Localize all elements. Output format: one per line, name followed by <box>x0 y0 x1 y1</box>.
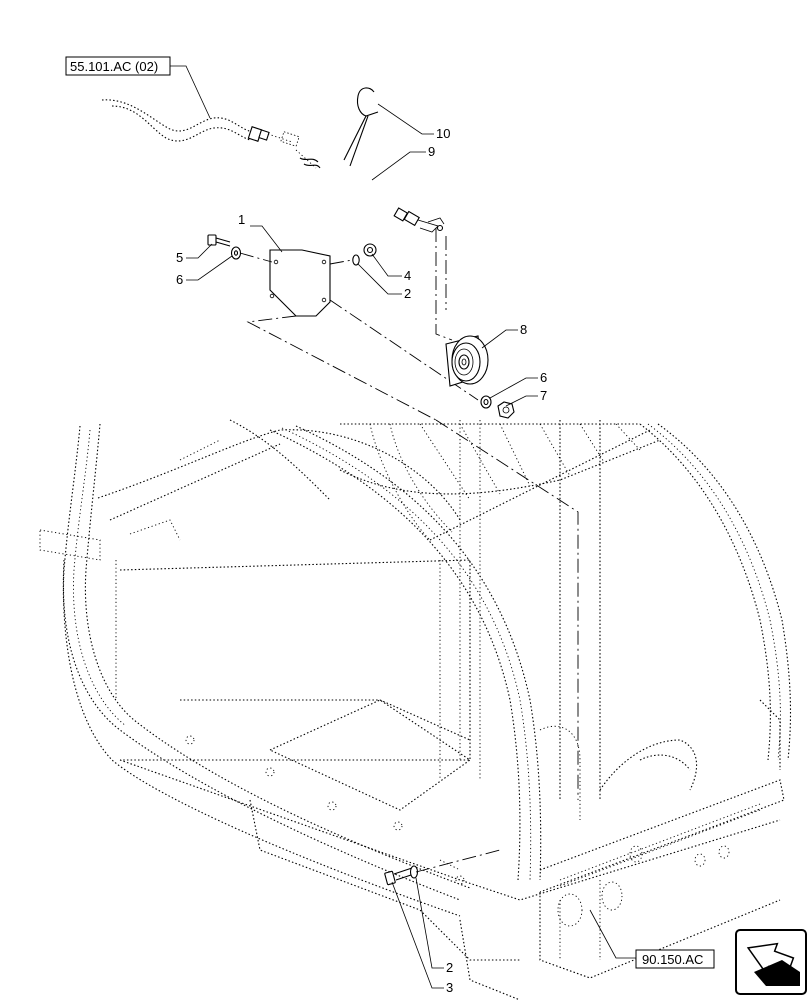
assembly-centerlines <box>239 228 579 800</box>
next-page-arrow-icon[interactable] <box>735 929 807 995</box>
callout-2-lower: 2 <box>446 960 453 975</box>
reference-box-top[interactable]: 55.101.AC (02) <box>65 56 171 76</box>
horn <box>445 335 489 387</box>
callout-4: 4 <box>404 268 411 283</box>
washer-2-upper <box>352 254 360 266</box>
callout-3: 3 <box>446 980 453 995</box>
cable-tie-clip <box>343 87 379 167</box>
nut-4 <box>363 243 377 257</box>
cab-frame <box>39 419 792 1001</box>
bolt-5 <box>207 234 231 247</box>
callout-7: 7 <box>540 388 547 403</box>
washer-6-lower <box>480 395 492 409</box>
horn-mounting-bracket <box>269 249 331 317</box>
bottom-bolt-centerline <box>415 849 501 873</box>
callout-9: 9 <box>428 144 435 159</box>
reference-box-bottom[interactable]: 90.150.AC <box>635 949 715 969</box>
callout-10: 10 <box>436 126 450 141</box>
harness-connector <box>247 126 300 147</box>
callout-labels: 1 2 2 3 4 5 6 6 7 8 9 10 <box>176 126 547 995</box>
reference-label-bottom: 90.150.AC <box>642 952 703 967</box>
reference-leader-top <box>170 65 211 119</box>
callout-8: 8 <box>520 322 527 337</box>
callout-5: 5 <box>176 250 183 265</box>
callout-leaders <box>186 103 538 989</box>
bolt-3 <box>384 867 415 886</box>
callout-2-upper: 2 <box>404 286 411 301</box>
horn-wire-harness <box>295 149 445 233</box>
callout-6-upper: 6 <box>176 272 183 287</box>
reference-label-top: 55.101.AC (02) <box>70 59 158 74</box>
washer-6-upper <box>230 246 242 260</box>
callout-6-lower: 6 <box>540 370 547 385</box>
nut-7 <box>497 401 515 419</box>
callout-1: 1 <box>238 212 245 227</box>
reference-leader-bottom <box>589 909 636 959</box>
existing-harness <box>101 99 253 142</box>
